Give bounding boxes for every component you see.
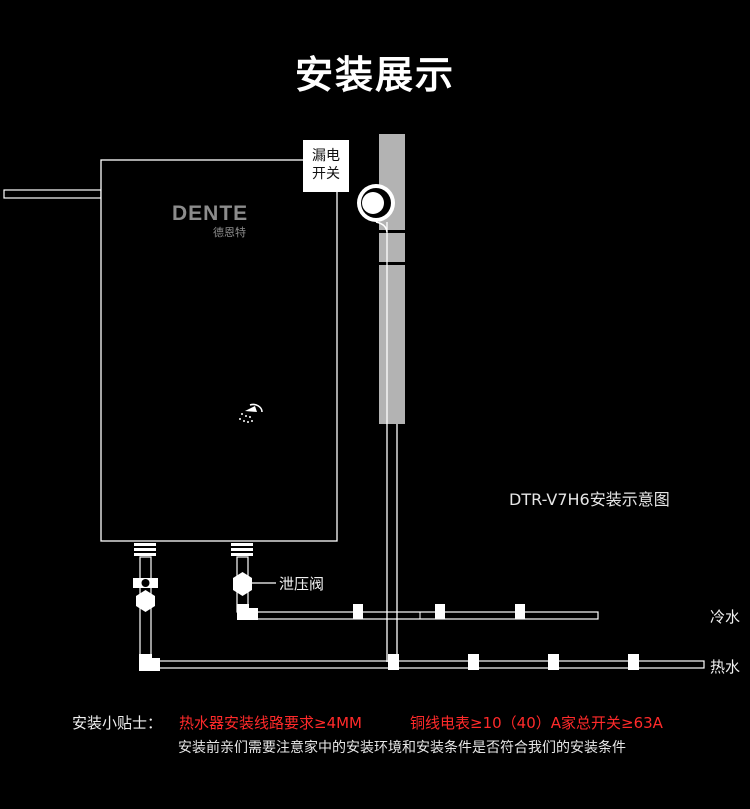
tips-note: 安装前亲们需要注意家中的安装环境和安装条件是否符合我们的安装条件 [178, 740, 626, 756]
brand-logo-subtext: 德恩特 [213, 225, 246, 239]
hot-water-pipe [150, 660, 705, 669]
right-inlet-fitting [231, 543, 253, 556]
cold-water-pipe [247, 611, 599, 620]
tips-requirement-wiring: 热水器安装线路要求≥4MM [179, 714, 362, 732]
leakage-switch-icon [357, 184, 395, 233]
relief-valve-label: 泄压阀 [279, 575, 325, 593]
tips-heading: 安装小贴士： [72, 714, 163, 732]
shower-icon [239, 403, 263, 423]
brand-logo: DENTE [172, 202, 248, 225]
left-inlet-fitting [134, 543, 156, 556]
tips-requirement-meter: 铜线电表≥10（40）A家总开关≥63A [410, 714, 663, 732]
cold-water-pipe-end [419, 611, 599, 620]
power-conduit [379, 134, 405, 424]
pipe-joint-icon [139, 654, 639, 671]
page-title: 安装展示 [294, 53, 455, 97]
valve-icon [133, 578, 158, 612]
wall-pipe-left [3, 189, 102, 199]
leakage-switch-label: 漏电 开关 [303, 140, 349, 192]
leakage-switch-label-line2: 开关 [312, 166, 340, 182]
water-heater-body [100, 159, 338, 542]
relief-valve-icon [233, 572, 252, 596]
pipe-joint-icon [237, 604, 525, 620]
hot-water-label: 热水 [710, 658, 741, 676]
cold-water-label: 冷水 [710, 608, 741, 626]
leakage-switch-label-line1: 漏电 [312, 148, 340, 164]
diagram-caption: DTR-V7H6安装示意图 [509, 490, 670, 509]
